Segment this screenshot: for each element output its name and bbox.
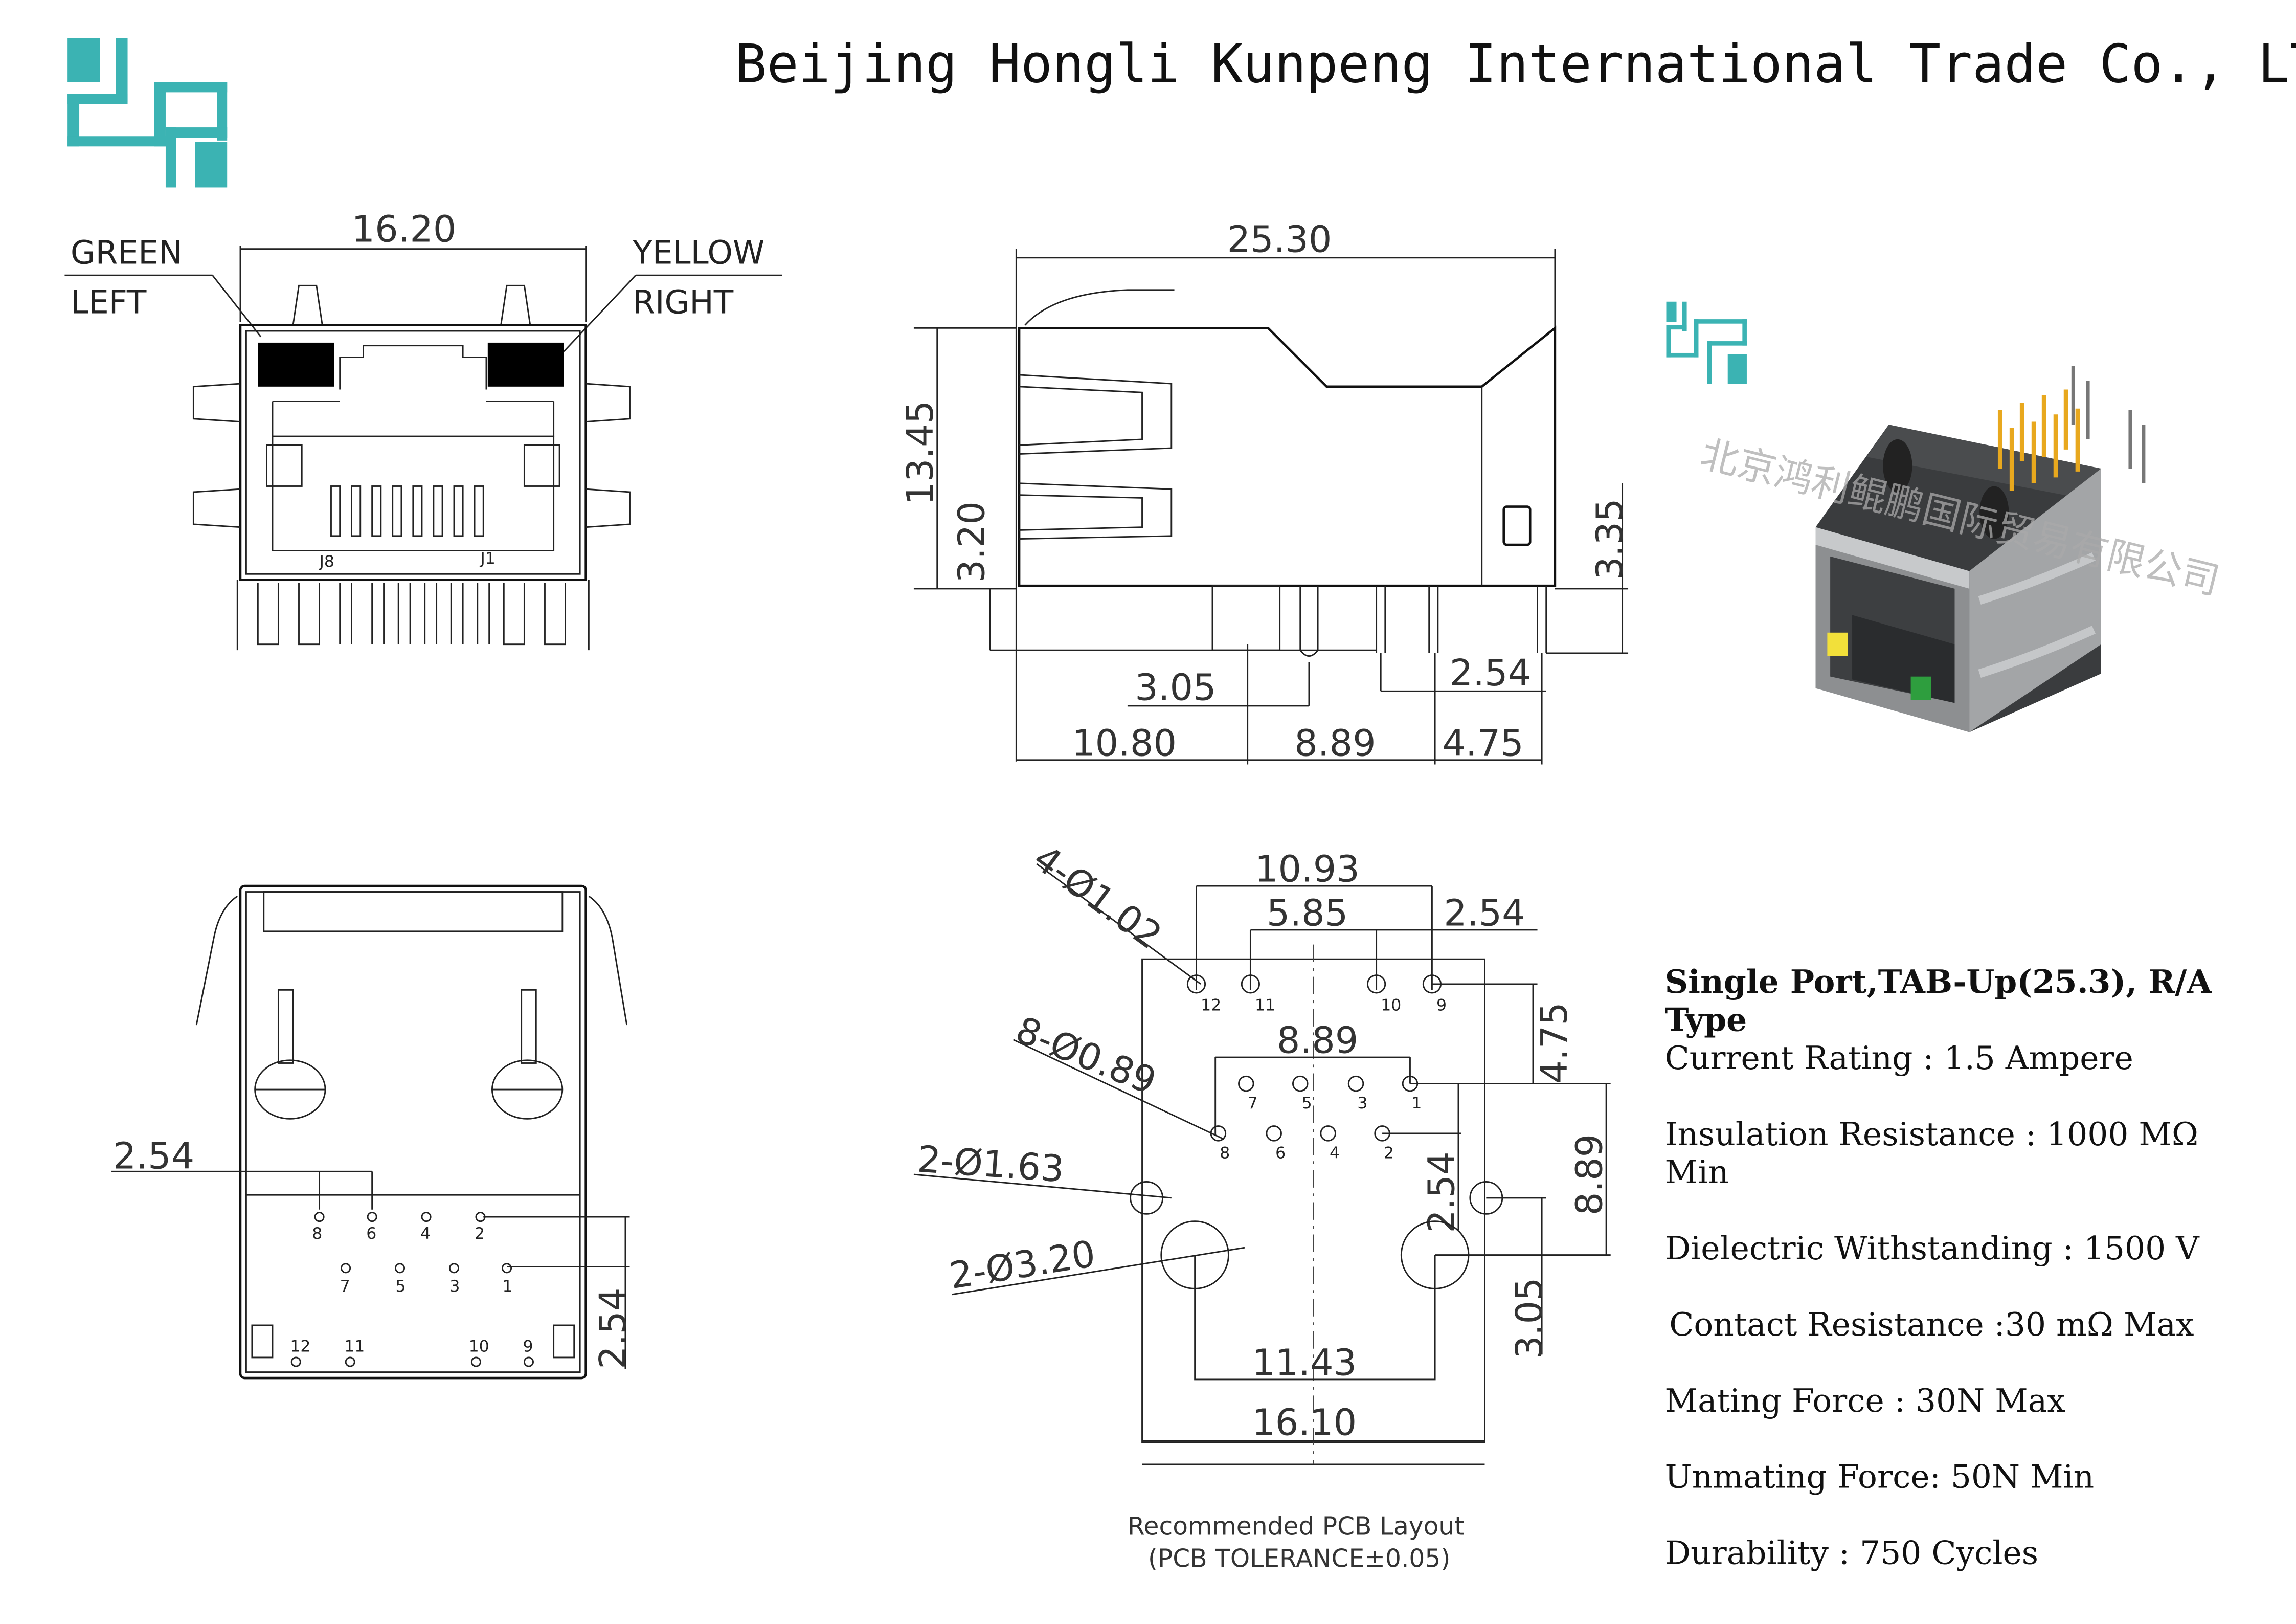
spec-insulation-resistance: Insulation Resistance : 1000 MΩ [1665,1116,2198,1153]
pin-label: 10 [469,1337,489,1355]
dim-bottom-1: 10.80 [1072,722,1177,764]
dim-front-width: 16.20 [352,208,457,250]
pcb-dim-post-span: 11.43 [1252,1341,1357,1384]
dim-bottom-pitch-h: 2.54 [113,1135,194,1177]
pcb-row-a-holes: 7 5 3 1 [1238,1075,1422,1113]
pin-label: 11 [344,1337,365,1355]
spec-current-rating: Current Rating : 1.5 Ampere [1665,1039,2133,1077]
pcb-dim-row-pitch: 2.54 [1420,1151,1462,1233]
pin-label: 1 [1411,1094,1422,1113]
callout-post-holes: 2-Ø3.20 [947,1232,1098,1297]
side-view-drawing: 25.30 13.45 3.20 3.35 3.05 2.54 10.80 8.… [899,218,1631,765]
spec-durability: Durability : 750 Cycles [1665,1534,2038,1572]
pin-j1-label: J1 [479,549,495,568]
pcb-dim-body-width: 16.10 [1252,1401,1357,1444]
led-yellow [1827,632,1848,656]
pin-label: 9 [523,1337,533,1355]
pin-label: 3 [1357,1094,1367,1113]
pcb-layout-drawing: 10.93 5.85 2.54 8.89 12 11 10 9 7 5 3 1 [913,837,1611,1573]
gold-pins [1997,389,2080,491]
callout-peg-holes: 2-Ø1.63 [916,1138,1065,1191]
led-right-window [487,342,564,387]
pin-label: 9 [1436,996,1447,1014]
dim-bottom-2: 8.89 [1294,722,1376,764]
company-name: Beijing Hongli Kunpeng International Tra… [735,33,2296,95]
led-right-color: YELLOW [632,234,764,271]
pin-label: 4 [420,1225,431,1243]
bottom-row1-pins: 8 6 4 2 [312,1212,486,1243]
pcb-dim-led-inner: 5.85 [1267,892,1348,934]
dim-pin-pitch: 2.54 [1450,652,1531,694]
led-left-window [258,342,334,387]
pcb-dim-led-to-row: 4.75 [1533,1002,1575,1083]
pcb-dim-led-pitch: 2.54 [1444,892,1525,934]
dim-right-pin: 3.35 [1589,498,1631,580]
pin-label: 10 [1381,996,1401,1014]
dim-bottom-pitch-v: 2.54 [592,1288,634,1369]
pcb-tolerance: (PCB TOLERANCE±0.05) [1148,1544,1450,1573]
led-green [1910,676,1931,700]
pin-label: 2 [1384,1144,1394,1163]
callout-signal-holes: 8-Ø0.89 [1010,1008,1162,1102]
pcb-caption: Recommended PCB Layout [1128,1512,1464,1541]
dim-bottom-3: 4.75 [1442,722,1523,764]
pcb-dim-led-span: 10.93 [1255,848,1360,890]
dim-post-offset: 3.05 [1135,666,1216,708]
pcb-dim-post-to-peg: 3.05 [1508,1277,1550,1359]
pin-label: 5 [395,1277,406,1296]
spec-title-type: Type [1665,1001,1747,1039]
bottom-row2-pins: 7 5 3 1 [340,1263,512,1296]
pcb-dim-row-span: 8.89 [1277,1019,1358,1061]
spec-unmating-force: Unmating Force: 50N Min [1665,1458,2095,1496]
dim-left-pin: 3.20 [950,501,993,583]
watermark-logo-icon [1666,301,1747,384]
pin-label: 12 [1201,996,1221,1014]
pin-label: 11 [1255,996,1275,1014]
led-right-position: RIGHT [633,284,733,321]
callout-led-holes: 4-Ø1.02 [1026,837,1169,958]
pcb-pins [236,580,590,651]
pin-label: 6 [366,1225,376,1243]
company-logo-icon [67,38,228,188]
pin-j8-label: J8 [319,552,334,571]
led-left-color: GREEN [71,234,183,271]
pcb-led-holes: 12 11 10 9 [1186,974,1447,1014]
pcb-row-b-holes: 8 6 4 2 [1210,1125,1394,1163]
bottom-led-pins: 12 11 10 9 [290,1337,534,1367]
pin-label: 5 [1302,1094,1312,1113]
spec-list: Single Port,TAB-Up(25.3), R/A Type Curre… [1665,963,2213,1572]
pin-label: 8 [1220,1144,1230,1163]
spec-contact-resistance: Contact Resistance :30 mΩ Max [1669,1306,2194,1343]
spec-title: Single Port,TAB-Up(25.3), R/A [1665,963,2213,1000]
pcb-dim-row-to-post: 8.89 [1568,1134,1611,1215]
front-view-drawing: 16.20 GREEN LEFT YELLOW RIGHT J8 J1 [64,208,782,651]
contact-fingers [330,485,484,537]
pin-label: 12 [290,1337,310,1355]
spec-insulation-min: Min [1665,1153,1729,1191]
pin-label: 3 [449,1277,460,1296]
dim-length: 25.30 [1227,218,1332,260]
pin-label: 1 [502,1277,512,1296]
product-render: 北京鸿利鲲鹏国际贸易有限公司 [1666,301,2224,732]
dim-height: 13.45 [899,401,941,505]
led-left-position: LEFT [71,284,147,321]
pin-label: 7 [340,1277,350,1296]
pin-label: 4 [1330,1144,1340,1163]
pin-label: 2 [475,1225,485,1243]
pin-label: 8 [312,1225,322,1243]
bottom-view-drawing: 2.54 2.54 8 6 4 2 7 5 3 1 12 11 10 9 [111,884,634,1380]
pin-label: 7 [1248,1094,1258,1113]
spec-mating-force: Mating Force : 30N Max [1665,1382,2065,1419]
spec-dielectric: Dielectric Withstanding : 1500 V [1665,1230,2200,1267]
pin-label: 6 [1275,1144,1286,1163]
